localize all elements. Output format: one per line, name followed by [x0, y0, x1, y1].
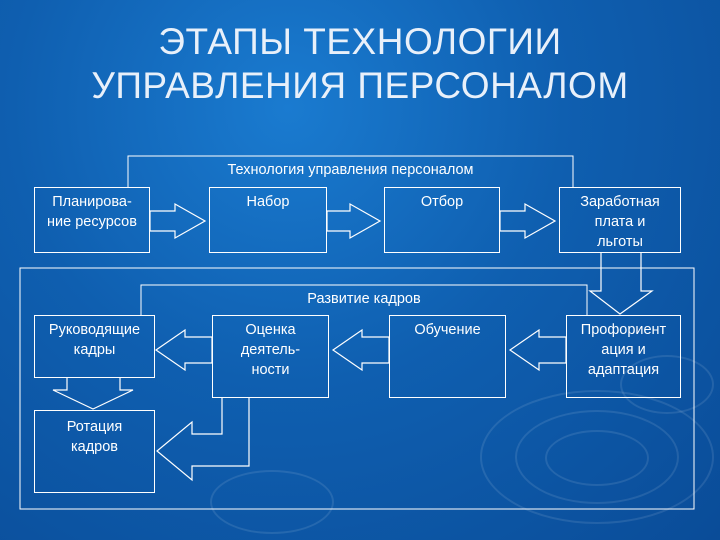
stage-label: ация и [601, 342, 646, 358]
top-group-label: Технология управления персоналом [227, 162, 474, 178]
stage-label: льготы [597, 234, 643, 250]
ripple-decoration [210, 470, 334, 534]
stage-box-training: Обучение [389, 315, 506, 398]
stage-label: деятель- [240, 342, 301, 358]
title-line-2: УПРАВЛЕНИЯ ПЕРСОНАЛОМ [91, 65, 629, 106]
stage-label: Набор [246, 194, 290, 210]
arrow-bent-left-icon [156, 398, 250, 482]
arrow-right-icon [499, 202, 557, 240]
stage-box-management-staff: Руководящие кадры [34, 315, 155, 378]
stage-box-recruitment: Набор [209, 187, 327, 253]
stage-label: кадры [73, 342, 116, 358]
arrow-right-icon [149, 202, 207, 240]
stage-label: Планирова- [52, 194, 132, 210]
stage-label: ности [251, 362, 290, 378]
ripple-decoration [480, 390, 714, 524]
title-line-1: ЭТАПЫ ТЕХНОЛОГИИ [158, 21, 562, 62]
stage-label: Заработная [580, 194, 660, 210]
stage-label: адаптация [587, 362, 660, 378]
stage-label: ние ресурсов [47, 214, 137, 230]
arrow-left-icon [508, 328, 567, 372]
stage-box-planning: Планирова- ние ресурсов [34, 187, 150, 253]
top-group-bracket [127, 155, 574, 187]
stage-box-rotation: Ротация кадров [34, 410, 155, 493]
arrow-down-icon [588, 252, 654, 315]
bottom-group-bracket [140, 284, 588, 315]
arrow-right-icon [326, 202, 382, 240]
stage-label: Профориент [580, 322, 667, 338]
arrow-left-icon [154, 328, 213, 372]
stage-label: Отбор [420, 194, 464, 210]
stage-label: Оценка [245, 322, 296, 338]
stage-box-selection: Отбор [384, 187, 500, 253]
bottom-group-label: Развитие кадров [307, 291, 421, 307]
stage-label: кадров [70, 439, 119, 455]
stage-box-compensation: Заработная плата и льготы [559, 187, 681, 253]
stage-box-orientation: Профориент ация и адаптация [566, 315, 681, 398]
arrow-left-icon [331, 328, 390, 372]
ripple-decoration [545, 430, 649, 486]
bottom-group-frame [19, 267, 695, 510]
ripple-decoration [515, 410, 679, 504]
stage-label: плата и [594, 214, 646, 230]
stage-box-performance-evaluation: Оценка деятель- ности [212, 315, 329, 398]
slide-title: ЭТАПЫ ТЕХНОЛОГИИ УПРАВЛЕНИЯ ПЕРСОНАЛОМ [0, 20, 720, 108]
stage-label: Руководящие [48, 322, 141, 338]
ripple-decoration [620, 355, 714, 414]
arrow-down-icon [52, 378, 134, 410]
stage-label: Обучение [414, 322, 481, 338]
stage-label: Ротация [66, 419, 123, 435]
